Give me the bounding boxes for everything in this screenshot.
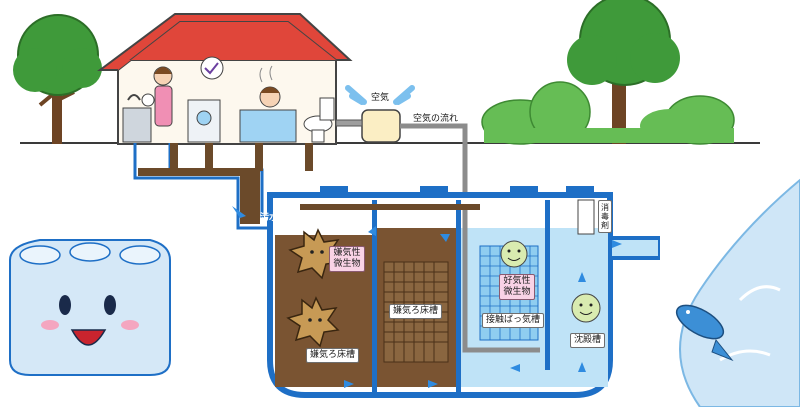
label-sewage: 汚水 (260, 213, 279, 223)
label-air-flow: 空気の流れ (413, 114, 459, 124)
right-tree (567, 0, 680, 144)
bushes (481, 81, 735, 145)
anaerobic-microbe-top (288, 228, 342, 280)
anaerobic-microbe-bottom (286, 296, 340, 348)
aerobic-microbe-top (500, 240, 528, 268)
label-disinfectant: 消毒剤 (598, 200, 612, 233)
label-contact-aeration: 接触ばっ気槽 (482, 313, 545, 328)
label-air: 空気 (371, 93, 390, 103)
river (679, 178, 800, 407)
fish (675, 304, 734, 362)
label-anaerobic-microbes: 嫌気性微生物 (329, 246, 365, 272)
label-anaerobic-filter-2: 嫌気ろ床槽 (389, 304, 443, 319)
septic-mascot (9, 239, 171, 376)
aerobic-microbe-bottom (571, 293, 601, 323)
label-anaerobic-filter-1: 嫌気ろ床槽 (306, 348, 360, 363)
label-aerobic-microbes: 好気性微生物 (499, 274, 535, 300)
label-settling-tank: 沈殿槽 (570, 333, 606, 348)
house (96, 13, 353, 145)
left-tree (13, 14, 102, 144)
flow-arrows (232, 206, 622, 388)
